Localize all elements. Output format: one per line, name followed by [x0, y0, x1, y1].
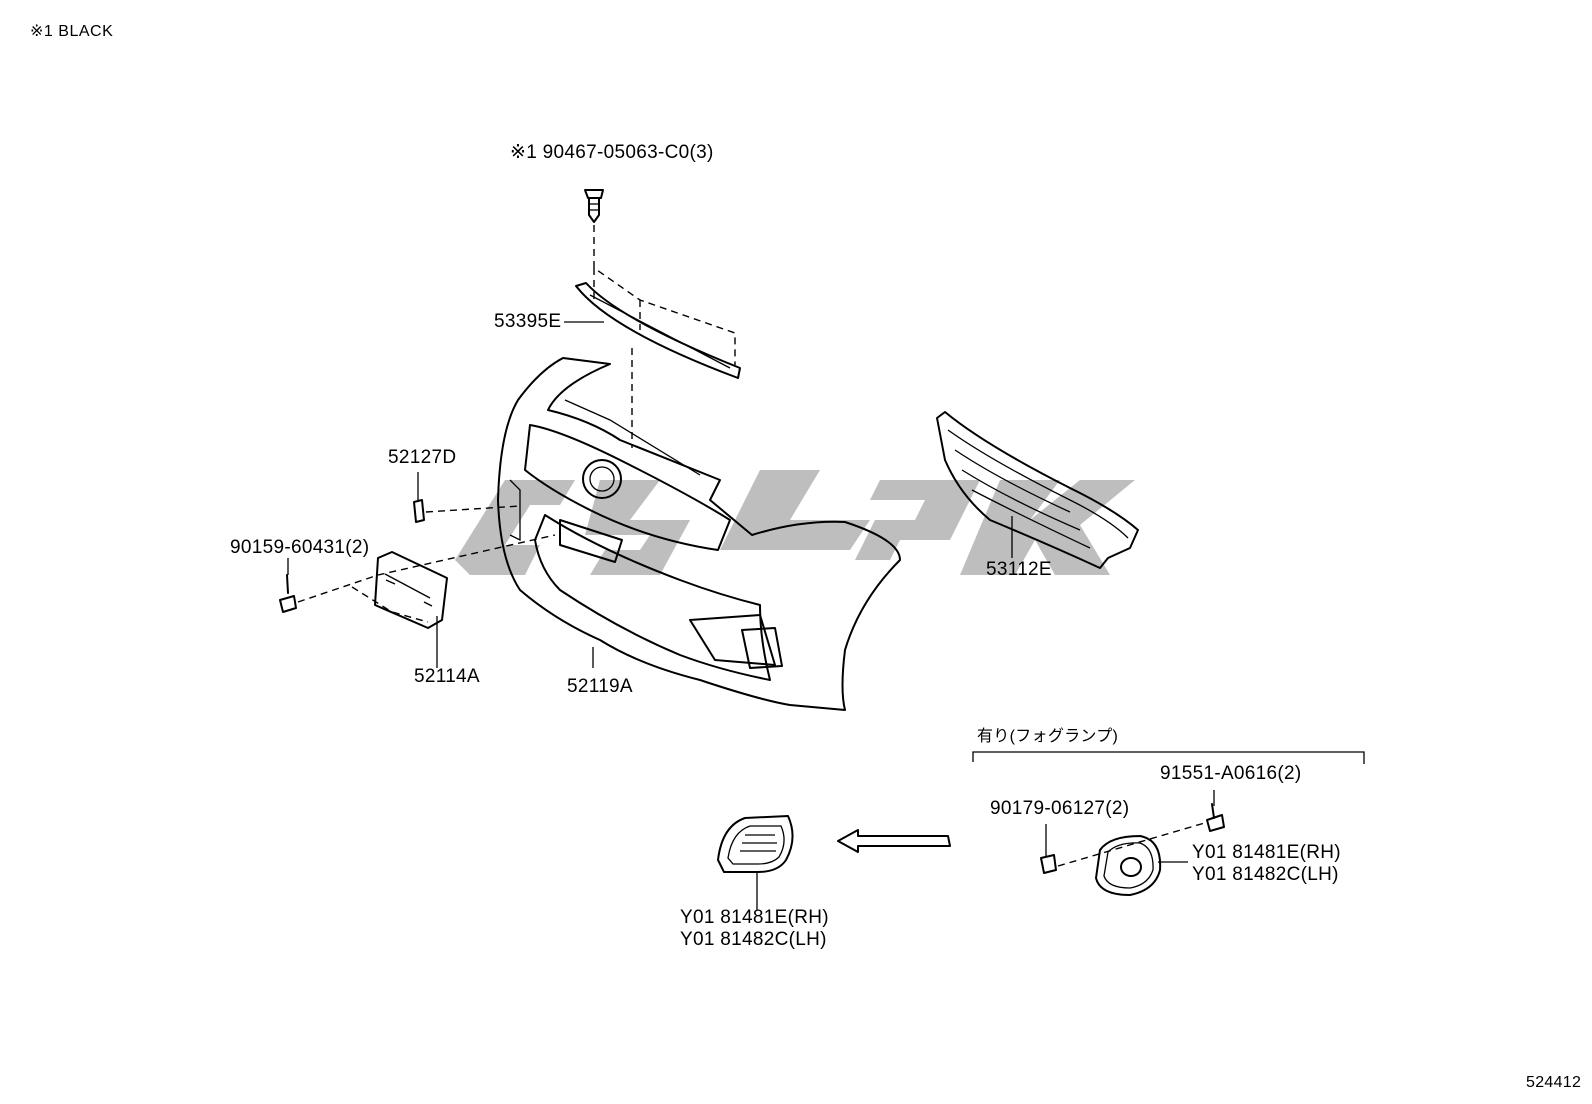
- retainer-icon: [413, 499, 425, 523]
- clip-dash-line: [593, 225, 736, 365]
- arrow-icon: [837, 829, 951, 853]
- label-fog-cover-lh-right: Y01 81482C(LH): [1192, 864, 1339, 885]
- fog-group-bracket: [972, 751, 1365, 764]
- fog-dash-line: [1057, 821, 1209, 867]
- bracket-dash-line-2: [351, 586, 429, 623]
- label-52114a: 52114A: [414, 666, 480, 687]
- fog-cover-left-shape: [717, 815, 794, 873]
- screw-icon: [279, 574, 297, 613]
- bumper-cover-shape: [497, 357, 901, 711]
- note-text: BLACK: [58, 23, 114, 40]
- figure-id: 524412: [1526, 1074, 1582, 1091]
- label-fog-cover-lh-left: Y01 81482C(LH): [680, 929, 827, 950]
- label-fog-cover-rh-right: Y01 81481E(RH): [1192, 842, 1341, 863]
- label-fog-group: 有り(フォグランプ): [977, 728, 1119, 745]
- fog-screw-icon: [1206, 803, 1225, 832]
- upper-molding-shape: [575, 282, 741, 379]
- label-fog-cover-rh-left: Y01 81481E(RH): [680, 907, 829, 928]
- label-52127d: 52127D: [388, 447, 457, 468]
- fog-nut-icon: [1040, 854, 1057, 874]
- note-symbol: ※1: [30, 23, 54, 40]
- label-53112e: 53112E: [986, 559, 1052, 580]
- retainer-dash-line: [425, 505, 521, 513]
- black-note: ※1 BLACK: [30, 24, 113, 40]
- fog-cover-right-shape: [1095, 835, 1162, 896]
- clip-icon: [584, 189, 604, 223]
- label-52119a: 52119A: [567, 676, 633, 697]
- license-bracket-shape: [374, 551, 448, 629]
- bracket-dash-line: [297, 534, 556, 603]
- label-clip: ※1 90467-05063-C0(3): [510, 142, 714, 163]
- label-90179: 90179-06127(2): [990, 798, 1130, 819]
- label-53395e: 53395E: [494, 311, 562, 332]
- lower-grille-shape: [936, 411, 1139, 569]
- label-90159: 90159-60431(2): [230, 537, 370, 558]
- label-91551: 91551-A0616(2): [1160, 763, 1302, 784]
